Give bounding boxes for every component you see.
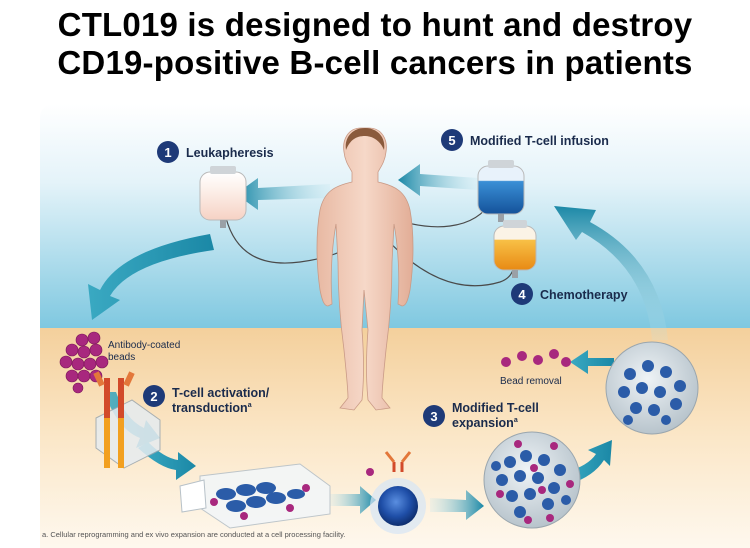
arrow-to-lab <box>88 234 214 320</box>
beads-label-line-2: beads <box>108 352 135 363</box>
arrow-to-leukapheresis <box>236 178 330 210</box>
bag-infusion <box>477 160 525 222</box>
arrow-to-infusion <box>554 206 668 340</box>
title-line-2: CD19-positive B-cell cancers in patients <box>57 44 693 81</box>
arrow-bead-removal <box>570 350 614 374</box>
step-1-label: Leukapheresis <box>186 146 274 160</box>
bead-removal-label: Bead removal <box>500 376 562 387</box>
step-4-number: 4 <box>518 287 526 302</box>
step-4-badge: 4 <box>511 283 533 305</box>
iv-line-left <box>225 217 349 264</box>
step-2-label-line-2: transductiona <box>172 401 252 415</box>
removed-beads <box>501 349 571 367</box>
bag-chemotherapy <box>493 220 537 278</box>
beads-label-line-1: Antibody-coated <box>108 340 180 351</box>
bead-removal-dish <box>605 341 699 435</box>
bag-leukapheresis <box>199 166 247 228</box>
patient-figure <box>316 127 414 411</box>
arrow-flask-to-cell <box>330 486 376 514</box>
step-3-label-line-1: Modified T-cell <box>452 401 539 415</box>
step-3-number: 3 <box>430 409 437 424</box>
step-2-number: 2 <box>150 389 157 404</box>
step-2-label-line-1: T-cell activation/ <box>172 386 270 400</box>
step-5-number: 5 <box>448 133 455 148</box>
step-2-badge: 2 <box>143 385 165 407</box>
expansion-dish <box>483 431 581 529</box>
step-5-badge: 5 <box>441 129 463 151</box>
arrow-cell-to-expansion <box>430 490 484 520</box>
title-line-1: CTL019 is designed to hunt and destroy <box>57 6 693 43</box>
transduction-vector <box>93 371 161 469</box>
footnote: a. Cellular reprogramming and ex vivo ex… <box>42 530 345 539</box>
step-3-label-line-2: expansiona <box>452 416 518 430</box>
arrow-to-patient <box>398 164 478 196</box>
step-1-number: 1 <box>164 145 171 160</box>
antibody-coated-beads <box>59 331 109 394</box>
step-5-label: Modified T-cell infusion <box>470 134 609 148</box>
step-1-badge: 1 <box>157 141 179 163</box>
engineered-t-cell <box>366 451 426 534</box>
step-4-label: Chemotherapy <box>540 288 628 302</box>
culture-flask <box>179 463 331 529</box>
step-3-badge: 3 <box>423 405 445 427</box>
